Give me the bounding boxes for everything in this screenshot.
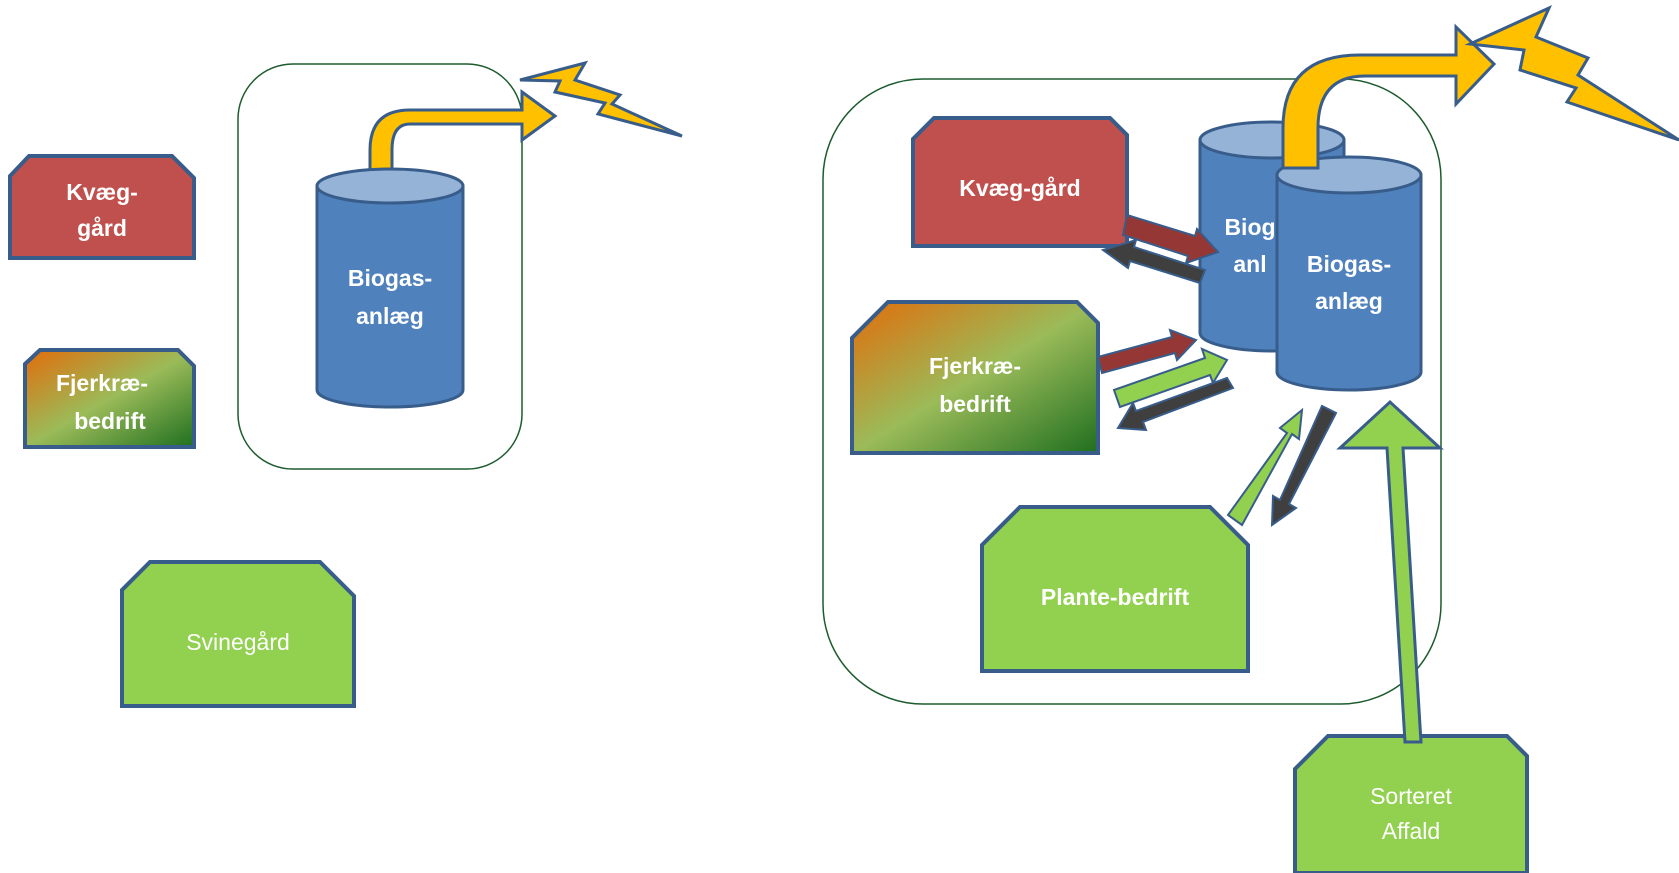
right-biogas-boundary xyxy=(822,78,1442,705)
left-biogas-label-line1: Biogas- xyxy=(348,265,432,291)
left-cattle-farm-node: Kvæg- gård xyxy=(8,154,196,260)
poultry-to-biogas-arrow xyxy=(1096,328,1198,375)
right-front-biogas-label-line2: anlæg xyxy=(1315,288,1383,314)
right-energy-arrow xyxy=(1281,23,1497,170)
left-pig-farm-label: Svinegård xyxy=(186,629,290,655)
right-cattle-label: Kvæg-gård xyxy=(959,175,1080,201)
right-poultry-label-line2: bedrift xyxy=(939,391,1011,417)
right-back-biogas-label-line2: anl xyxy=(1233,251,1266,277)
left-biogas-tank: Biogas- anlæg xyxy=(315,167,465,409)
right-front-biogas-label-line1: Biogas- xyxy=(1307,251,1391,277)
right-poultry-label-line1: Fjerkræ- xyxy=(929,353,1021,379)
right-sorted-waste-label-line1: Sorteret xyxy=(1370,783,1452,809)
left-pig-farm-node: Svinegård xyxy=(120,560,356,708)
right-plant-farm-label: Plante-bedrift xyxy=(1041,584,1190,610)
right-panel: Biog anl Kvæg-gård Fjerkræ- bedrift Plan… xyxy=(822,4,1679,873)
left-lightning-icon xyxy=(519,60,683,138)
biogas-to-plant-arrow xyxy=(1270,404,1338,527)
cattle-to-biogas-arrow xyxy=(1121,213,1220,265)
right-back-biogas-label-line1: Biog xyxy=(1224,214,1275,240)
biogas-to-cattle-arrow xyxy=(1100,238,1207,285)
left-biogas-label-line2: anlæg xyxy=(356,303,424,329)
biogas-to-poultry-arrow xyxy=(1116,376,1235,432)
green-input-to-biogas-arrow xyxy=(1112,347,1229,409)
left-biogas-boundary xyxy=(237,63,523,470)
right-cattle-farm-node: Kvæg-gård xyxy=(911,116,1129,248)
right-biogas-tank-front: Biogas- anlæg xyxy=(1275,155,1423,392)
right-poultry-farm-node: Fjerkræ- bedrift xyxy=(850,300,1100,455)
left-cattle-label-line1: Kvæg- xyxy=(66,179,138,205)
left-panel: Biogas- anlæg Kvæg- gård Fjerkræ- bedrif… xyxy=(8,60,683,708)
left-cattle-label-line2: gård xyxy=(77,215,127,241)
right-plant-farm-node: Plante-bedrift xyxy=(980,505,1250,673)
right-sorted-waste-node: Sorteret Affald xyxy=(1293,734,1529,873)
right-flow-arrows xyxy=(1096,213,1444,744)
plant-to-biogas-arrow xyxy=(1226,407,1304,527)
left-poultry-label-line1: Fjerkræ- xyxy=(56,370,148,396)
sorted-waste-to-biogas-arrow xyxy=(1336,399,1444,744)
right-lightning-icon xyxy=(1464,4,1679,142)
left-poultry-farm-node: Fjerkræ- bedrift xyxy=(23,348,196,449)
left-poultry-label-line2: bedrift xyxy=(74,408,146,434)
left-energy-arrow xyxy=(368,89,558,182)
right-sorted-waste-label-line2: Affald xyxy=(1382,818,1440,844)
